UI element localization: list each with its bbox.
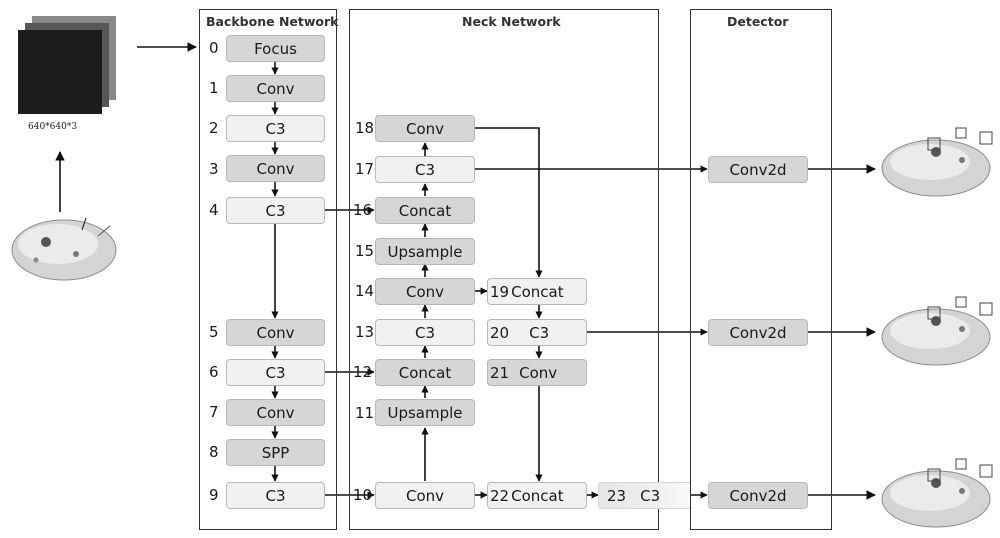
neck-concat-block-22: 22 Concat xyxy=(487,482,587,509)
neck-upsample-block: Upsample xyxy=(375,399,475,426)
layer-index-5: 5 xyxy=(209,323,219,341)
backbone-c3-block: C3 xyxy=(226,359,325,386)
layer-index-21: 21 xyxy=(490,363,510,382)
neck-conv-block-21: 21 Conv xyxy=(487,359,587,386)
detector-panel xyxy=(690,9,832,530)
detector-title: Detector xyxy=(727,14,789,29)
neck-title: Neck Network xyxy=(462,14,561,29)
layer-index-11: 11 xyxy=(355,404,375,422)
layer-index-9: 9 xyxy=(209,486,219,504)
layer-index-2: 2 xyxy=(209,119,219,137)
neck-c3-label: C3 xyxy=(640,486,661,505)
layer-index-7: 7 xyxy=(209,403,219,421)
neck-conv-label: Conv xyxy=(519,363,558,382)
neck-c3-block-23: 23 C3 xyxy=(598,482,690,509)
layer-index-23: 23 xyxy=(607,486,627,505)
neck-concat-block: Concat xyxy=(375,197,475,224)
layer-index-22: 22 xyxy=(490,486,510,505)
layer-index-19: 19 xyxy=(490,282,510,301)
output-detection-image xyxy=(881,127,993,197)
layer-index-16: 16 xyxy=(353,201,373,219)
neck-c3-block: C3 xyxy=(375,156,475,183)
detector-conv2d-block: Conv2d xyxy=(708,482,808,509)
layer-index-12: 12 xyxy=(353,363,373,381)
layer-index-8: 8 xyxy=(209,443,219,461)
backbone-c3-block: C3 xyxy=(226,482,325,509)
backbone-spp-block: SPP xyxy=(226,439,325,466)
layer-index-0: 0 xyxy=(209,39,219,57)
neck-c3-block: C3 xyxy=(375,319,475,346)
neck-concat-label: Concat xyxy=(511,282,564,301)
layer-index-3: 3 xyxy=(209,160,219,178)
backbone-focus-block: Focus xyxy=(226,35,325,62)
layer-index-6: 6 xyxy=(209,363,219,381)
layer-index-1: 1 xyxy=(209,79,219,97)
backbone-c3-block: C3 xyxy=(226,115,325,142)
layer-index-20: 20 xyxy=(490,323,510,342)
layer-index-15: 15 xyxy=(355,242,375,260)
neck-conv-block: Conv xyxy=(375,482,475,509)
layer-index-18: 18 xyxy=(355,119,375,137)
layer-index-17: 17 xyxy=(355,160,375,178)
layer-index-13: 13 xyxy=(355,323,375,341)
layer-index-14: 14 xyxy=(355,282,375,300)
neck-c3-block-20: 20 C3 xyxy=(487,319,587,346)
backbone-title: Backbone Network xyxy=(206,14,339,29)
backbone-c3-block: C3 xyxy=(226,197,325,224)
backbone-conv-block: Conv xyxy=(226,399,325,426)
backbone-conv-block: Conv xyxy=(226,75,325,102)
neck-conv-block: Conv xyxy=(375,115,475,142)
detector-conv2d-block: Conv2d xyxy=(708,319,808,346)
neck-c3-label: C3 xyxy=(529,323,550,342)
input-potato-image xyxy=(11,217,117,281)
input-image-stack xyxy=(14,16,120,122)
neck-upsample-block: Upsample xyxy=(375,238,475,265)
neck-concat-block: Concat xyxy=(375,359,475,386)
backbone-panel xyxy=(199,9,337,530)
detector-conv2d-block: Conv2d xyxy=(708,156,808,183)
backbone-conv-block: Conv xyxy=(226,155,325,182)
neck-panel xyxy=(349,9,659,530)
backbone-conv-block: Conv xyxy=(226,319,325,346)
neck-concat-label: Concat xyxy=(511,486,564,505)
output-detection-image xyxy=(881,296,993,366)
layer-index-4: 4 xyxy=(209,201,219,219)
output-detection-image xyxy=(881,458,993,528)
neck-concat-block-19: 19 Concat xyxy=(487,278,587,305)
input-size-label: 640*640*3 xyxy=(28,122,78,132)
layer-index-10: 10 xyxy=(353,486,373,504)
neck-conv-block: Conv xyxy=(375,278,475,305)
